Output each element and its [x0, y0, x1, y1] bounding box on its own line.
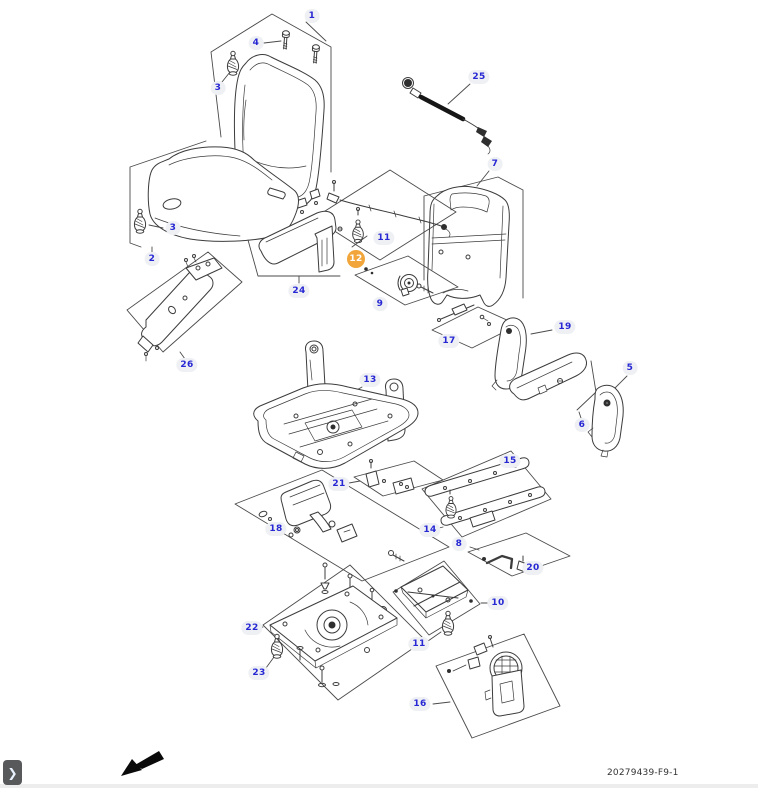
part-suspension — [392, 560, 490, 642]
callout-c13[interactable]: 13 — [359, 373, 381, 387]
callout-c5[interactable]: 5 — [622, 361, 638, 375]
callout-c14[interactable]: 14 — [419, 523, 441, 537]
callout-c25[interactable]: 25 — [468, 70, 490, 84]
callout-c12[interactable]: 12 — [347, 250, 365, 268]
part-side-cover-inner — [491, 317, 553, 391]
callout-c6[interactable]: 6 — [574, 418, 590, 432]
part-side-cover-outer — [587, 375, 628, 458]
part-backrest-frame — [423, 170, 524, 307]
figure-reference: 20279439-F9-1 — [607, 768, 679, 778]
callout-c8[interactable]: 8 — [451, 537, 467, 551]
part-cable-kit — [313, 169, 457, 261]
callout-c10[interactable]: 10 — [487, 596, 509, 610]
callout-c15[interactable]: 15 — [499, 454, 521, 468]
callout-c19[interactable]: 19 — [554, 320, 576, 334]
part-seat-belt — [234, 469, 450, 582]
bottom-strip — [0, 784, 758, 788]
callout-c21[interactable]: 21 — [328, 477, 350, 491]
part-wiring-harness — [402, 77, 492, 155]
callout-c2[interactable]: 2 — [144, 252, 160, 266]
part-adjuster-cover — [432, 633, 561, 739]
callout-c22[interactable]: 22 — [241, 621, 263, 635]
part-swivel-turntable — [257, 562, 426, 701]
callout-c20[interactable]: 20 — [522, 561, 544, 575]
callout-c7[interactable]: 7 — [487, 157, 503, 171]
callout-c9[interactable]: 9 — [372, 297, 388, 311]
callout-c11a[interactable]: 11 — [373, 231, 395, 245]
direction-arrow-icon — [121, 751, 164, 776]
part-slide-rails — [421, 450, 552, 538]
callout-c16[interactable]: 16 — [409, 697, 431, 711]
chevron-right-icon: ❯ — [7, 765, 18, 780]
callout-c18[interactable]: 18 — [265, 522, 287, 536]
callout-c1[interactable]: 1 — [304, 9, 320, 23]
part-seat-base-frame — [253, 340, 419, 469]
part-release-handle — [467, 532, 571, 577]
callout-c17[interactable]: 17 — [438, 334, 460, 348]
callout-c4[interactable]: 4 — [248, 36, 264, 50]
part-actuator-motor — [354, 255, 459, 306]
part-mounting-bracket — [126, 251, 243, 362]
callout-c3b[interactable]: 3 — [165, 221, 181, 235]
part-seat-cushion — [129, 140, 299, 254]
expand-panel-button[interactable]: ❯ — [3, 760, 22, 785]
callout-c11b[interactable]: 11 — [408, 637, 430, 651]
callout-c23[interactable]: 23 — [248, 666, 270, 680]
callout-c26[interactable]: 26 — [176, 358, 198, 372]
callout-c24[interactable]: 24 — [288, 284, 310, 298]
callout-c3a[interactable]: 3 — [210, 81, 226, 95]
part-armrest-right — [247, 210, 343, 284]
